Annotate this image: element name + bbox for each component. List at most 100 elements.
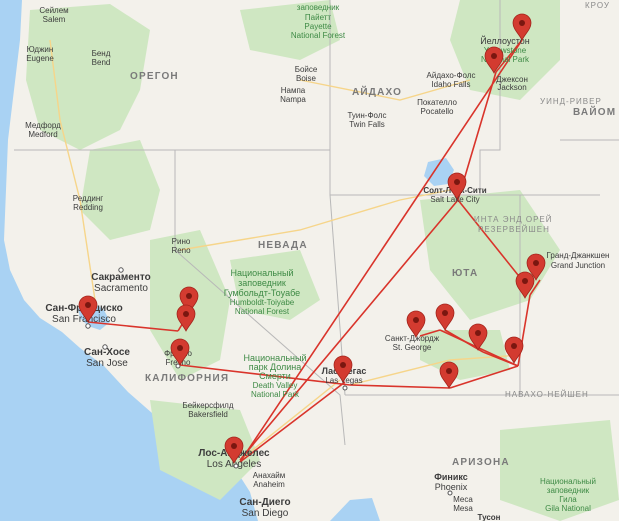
- svg-text:Salem: Salem: [43, 15, 66, 24]
- moab-pin[interactable]: [515, 271, 535, 299]
- los-angeles-pin[interactable]: [224, 436, 244, 464]
- zion-pin[interactable]: [435, 303, 455, 331]
- svg-text:Рино: Рино: [172, 237, 191, 246]
- capitol-reef-pin[interactable]: [504, 336, 524, 364]
- svg-text:Санкт-Джордж: Санкт-Джордж: [385, 334, 440, 343]
- park-label-payette: заповедник Пайетт Payette National Fores…: [291, 3, 346, 40]
- jackson-pin[interactable]: [484, 46, 504, 74]
- svg-text:Бойсе: Бойсе: [295, 65, 318, 74]
- svg-text:Пайетт: Пайетт: [305, 13, 332, 22]
- svg-text:заповедник: заповедник: [297, 3, 340, 12]
- svg-text:Jackson: Jackson: [497, 83, 526, 92]
- park-label-gila: Национальный заповедник Гила Gila Nation…: [540, 477, 596, 513]
- svg-text:San Jose: San Jose: [86, 358, 128, 369]
- svg-text:National Forest: National Forest: [291, 31, 346, 40]
- great-salt-lake: [424, 158, 454, 186]
- svg-text:Bend: Bend: [92, 58, 111, 67]
- svg-text:St. George: St. George: [393, 343, 432, 352]
- svg-text:Национальный: Национальный: [540, 477, 596, 486]
- svg-text:Boise: Boise: [296, 74, 317, 83]
- fresno-pin[interactable]: [170, 338, 190, 366]
- region-label-crow: КРОУ: [585, 1, 610, 10]
- svg-text:National Park: National Park: [251, 390, 300, 399]
- region-label-uintah-1: ИНТА ЭНД ОРЕЙ: [474, 215, 553, 224]
- svg-text:Йеллоустон: Йеллоустон: [480, 35, 530, 46]
- svg-text:Бейкерсфилд: Бейкерсфилд: [182, 401, 233, 410]
- state-label-nevada: НЕВАДА: [258, 240, 308, 251]
- bryce-pin[interactable]: [468, 323, 488, 351]
- park-label-humboldt: Национальный заповедник Гумбольдт-Тоyaбе…: [224, 268, 300, 316]
- svg-text:Меса: Меса: [453, 495, 473, 504]
- svg-text:Medford: Medford: [28, 130, 57, 139]
- svg-text:Джексон: Джексон: [496, 75, 528, 84]
- svg-text:National Park: National Park: [481, 55, 530, 64]
- svg-text:заповедник: заповедник: [238, 278, 286, 288]
- svg-text:Redding: Redding: [73, 203, 103, 212]
- svg-text:Twin Falls: Twin Falls: [349, 120, 385, 129]
- region-label-uintah-2: РЕЗЕРВЕЙШЕН: [478, 225, 550, 234]
- svg-text:парк Долина: парк Долина: [249, 362, 302, 372]
- svg-text:Сан-Диего: Сан-Диего: [239, 497, 290, 508]
- svg-text:Phoenix: Phoenix: [435, 482, 468, 492]
- city-sacramento: Сакраменто Sacramento: [91, 272, 150, 294]
- grand-canyon-pin[interactable]: [439, 361, 459, 389]
- forest-areas: [26, 0, 619, 521]
- park-label-yellowstone: Йеллоустон Yellowstone National Park: [480, 35, 530, 64]
- svg-text:Покателло: Покателло: [417, 98, 457, 107]
- salt-lake-city-pin[interactable]: [447, 172, 467, 200]
- arches-pin[interactable]: [526, 253, 546, 281]
- svg-text:Национальный: Национальный: [230, 268, 293, 278]
- svg-text:Тусон: Тусон: [478, 513, 501, 521]
- city-san-diego: Сан-Диего San Diego: [239, 497, 290, 519]
- svg-text:Сакраменто: Сакраменто: [91, 272, 150, 283]
- svg-text:Сан-Хосе: Сан-Хосе: [84, 347, 130, 358]
- yosemite-south-pin[interactable]: [176, 304, 196, 332]
- yellowstone-pin[interactable]: [512, 13, 532, 41]
- city-phoenix: Финикс Phoenix: [434, 472, 468, 492]
- svg-text:Смерти: Смерти: [259, 371, 291, 381]
- st-george-pin[interactable]: [406, 310, 426, 338]
- state-label-wyoming: ВАЙОМ: [573, 105, 616, 118]
- las-vegas-pin[interactable]: [333, 355, 353, 383]
- svg-text:Grand Junction: Grand Junction: [551, 261, 605, 270]
- svg-text:National Forest: National Forest: [235, 307, 290, 316]
- svg-text:Sacramento: Sacramento: [94, 283, 148, 294]
- svg-text:Реддинг: Реддинг: [73, 194, 103, 203]
- svg-text:Юджин: Юджин: [27, 45, 54, 54]
- highways: [49, 39, 521, 461]
- svg-text:Death Valley: Death Valley: [253, 381, 298, 390]
- svg-text:Humboldt-Toiyabe: Humboldt-Toiyabe: [230, 298, 295, 307]
- svg-text:Медфорд: Медфорд: [25, 121, 61, 130]
- svg-text:Айдахо-Фолс: Айдахо-Фолс: [427, 71, 476, 80]
- svg-text:Eugene: Eugene: [26, 54, 54, 63]
- svg-text:Mesa: Mesa: [453, 504, 473, 513]
- svg-text:Национальный: Национальный: [243, 353, 306, 363]
- state-label-idaho: АЙДАХО: [352, 85, 402, 98]
- svg-text:заповедник: заповедник: [547, 486, 590, 495]
- route-pins: [78, 13, 546, 464]
- san-francisco-pin[interactable]: [78, 295, 98, 323]
- svg-text:Гумбольдт-Тоyaбе: Гумбольдт-Тоyaбе: [224, 288, 300, 298]
- state-label-utah: ЮТА: [452, 268, 478, 279]
- yosemite-north-pin[interactable]: [179, 286, 199, 314]
- svg-text:Бенд: Бенд: [92, 49, 111, 58]
- region-label-uinta-river: УИНД-РИВЕР: [540, 97, 602, 106]
- region-label-navajo: НАВАХО-НЕЙШЕН: [505, 390, 589, 399]
- svg-text:Gila National: Gila National: [545, 504, 591, 513]
- svg-text:Сейлем: Сейлем: [39, 6, 68, 15]
- svg-text:San Francisco: San Francisco: [52, 314, 116, 325]
- svg-text:Нампа: Нампа: [281, 86, 306, 95]
